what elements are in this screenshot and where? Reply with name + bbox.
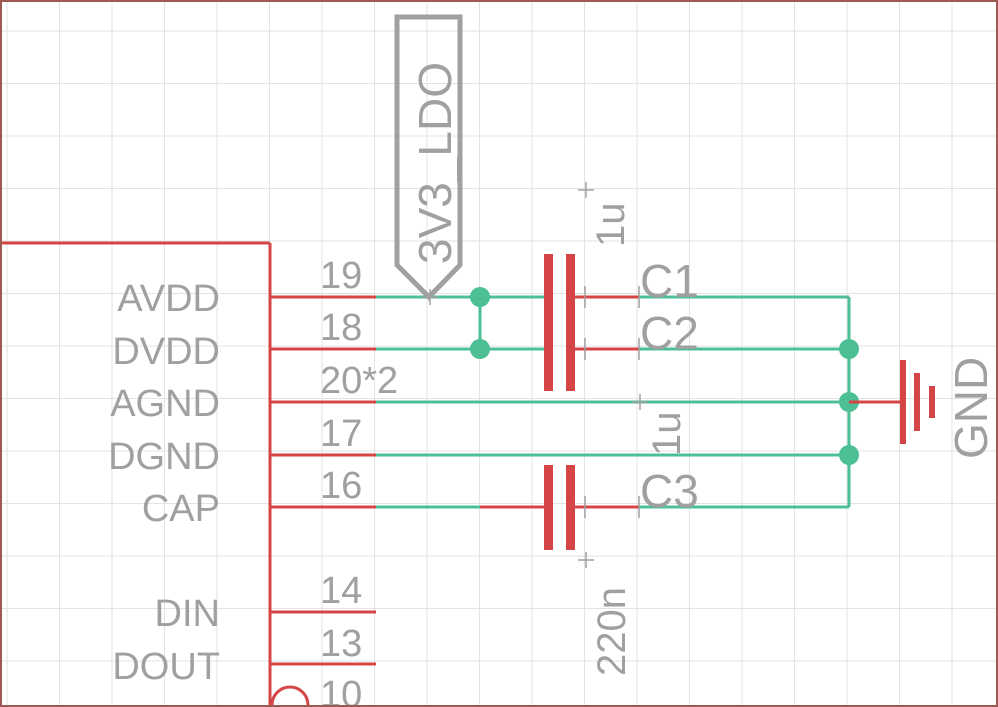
pin-number-18: 18 (320, 307, 362, 349)
pin-number-17: 17 (320, 413, 362, 455)
pin-number-14: 14 (320, 570, 362, 612)
pin-number-16: 16 (320, 465, 362, 507)
pin-name-dvdd: DVDD (112, 331, 220, 373)
ground-label: GND (945, 357, 997, 459)
capacitor-c2-value: 1u (645, 412, 689, 457)
junctions (470, 287, 859, 465)
pin-number-19: 19 (320, 255, 362, 297)
capacitor-c2-ref: C2 (640, 307, 699, 359)
pin-name-din: DIN (155, 593, 220, 635)
pin-name-avdd: AVDD (117, 278, 220, 320)
pin-name-cap: CAP (142, 488, 220, 530)
pin-name-dout: DOUT (112, 646, 220, 688)
capacitor-c3-value: 220n (590, 587, 634, 676)
ground-symbol[interactable]: GND (849, 357, 997, 459)
supply-flag-label: 3V3_LDO (409, 62, 461, 264)
capacitor-c3[interactable] (480, 465, 640, 550)
ic-pin-leads (270, 295, 376, 666)
pin-number-20x2: 20*2 (320, 360, 398, 402)
pin-name-dgnd: DGND (108, 436, 220, 478)
ic-body[interactable] (0, 241, 310, 707)
capacitor-c3-ref: C3 (640, 465, 699, 517)
nets (376, 295, 851, 509)
capacitor-c1-value: 1u (589, 203, 633, 248)
capacitor-c1-ref: C1 (640, 255, 699, 307)
supply-flag-3v3-ldo[interactable]: 3V3_LDO (394, 14, 463, 301)
pin-number-10: 10 (320, 674, 362, 707)
capacitor-c1[interactable] (544, 254, 640, 391)
pin-name-agnd: AGND (110, 383, 220, 425)
pin-number-13: 13 (320, 623, 362, 665)
